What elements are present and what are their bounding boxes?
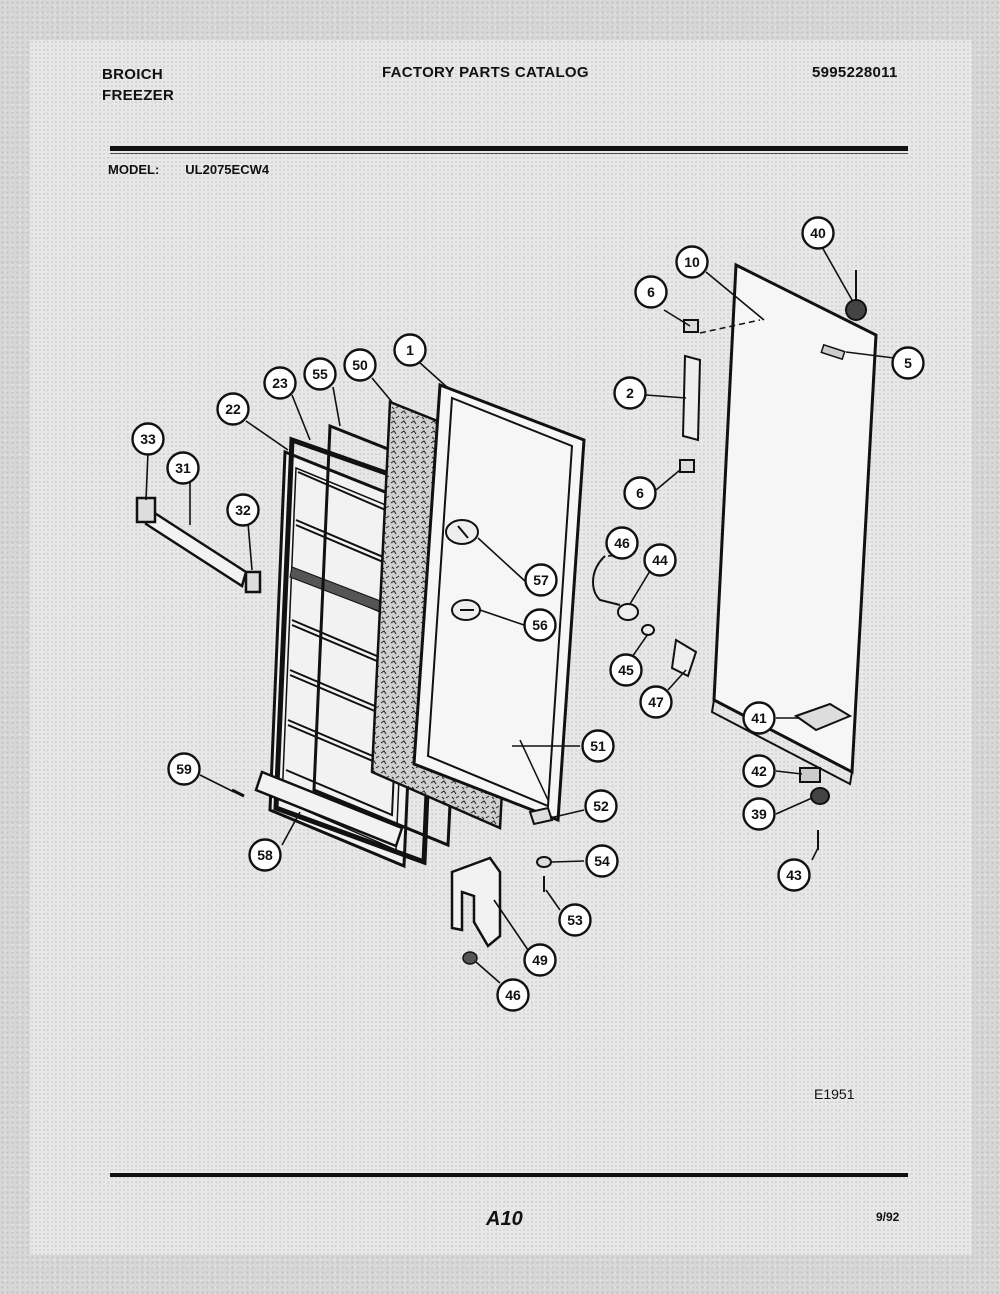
callout-1: 1 xyxy=(393,333,427,367)
callout-46-top: 46 xyxy=(605,526,639,560)
svg-text:31: 31 xyxy=(175,460,191,476)
catalog-number: 5995228011 xyxy=(812,64,898,81)
switch-assembly xyxy=(592,555,698,678)
callout-44: 44 xyxy=(643,543,677,577)
callout-22: 22 xyxy=(216,392,250,426)
svg-text:39: 39 xyxy=(751,806,767,822)
hinge-cap xyxy=(462,951,478,965)
svg-text:6: 6 xyxy=(647,284,655,300)
svg-text:5: 5 xyxy=(904,355,912,371)
callout-54: 54 xyxy=(585,844,619,878)
hinge-hardware xyxy=(528,806,554,892)
callout-46-bottom: 46 xyxy=(496,978,530,1012)
svg-text:52: 52 xyxy=(593,798,609,814)
header-rule-thin xyxy=(110,153,908,154)
svg-text:10: 10 xyxy=(684,254,700,270)
svg-text:49: 49 xyxy=(532,952,548,968)
model-row: MODEL: UL2075ECW4 xyxy=(108,162,269,177)
svg-text:46: 46 xyxy=(614,535,630,551)
callout-2: 2 xyxy=(613,376,647,410)
model-label: MODEL: xyxy=(108,162,160,177)
revision-date: 9/92 xyxy=(876,1210,900,1224)
callout-6-top: 6 xyxy=(634,275,668,309)
kick-plate-screw xyxy=(231,788,245,798)
callout-50: 50 xyxy=(343,348,377,382)
svg-text:33: 33 xyxy=(140,431,156,447)
callout-32: 32 xyxy=(226,493,260,527)
callout-52: 52 xyxy=(584,789,618,823)
handle-rail xyxy=(135,496,262,594)
callout-47: 47 xyxy=(639,685,673,719)
callout-58: 58 xyxy=(248,838,282,872)
callout-42: 42 xyxy=(742,754,776,788)
callout-56: 56 xyxy=(523,608,557,642)
svg-text:42: 42 xyxy=(751,763,767,779)
page-number: A10 xyxy=(486,1208,523,1230)
hinge-strip xyxy=(679,319,702,473)
svg-text:23: 23 xyxy=(272,375,288,391)
callout-23: 23 xyxy=(263,366,297,400)
svg-text:45: 45 xyxy=(618,662,634,678)
brand-name: BROICH xyxy=(102,66,163,83)
callout-33: 33 xyxy=(131,422,165,456)
kick-plate xyxy=(254,770,404,848)
svg-text:53: 53 xyxy=(567,912,583,928)
svg-text:56: 56 xyxy=(532,617,548,633)
callout-41: 41 xyxy=(742,701,776,735)
svg-text:41: 41 xyxy=(751,710,767,726)
callout-51: 51 xyxy=(581,729,615,763)
callout-49: 49 xyxy=(523,943,557,977)
outer-door xyxy=(699,262,878,786)
footer-rule xyxy=(110,1173,908,1177)
svg-text:32: 32 xyxy=(235,502,251,518)
svg-text:50: 50 xyxy=(352,357,368,373)
svg-text:22: 22 xyxy=(225,401,241,417)
svg-text:1: 1 xyxy=(406,342,414,358)
callout-45: 45 xyxy=(609,653,643,687)
svg-text:40: 40 xyxy=(810,225,826,241)
model-number: UL2075ECW4 xyxy=(185,162,270,177)
svg-text:54: 54 xyxy=(594,853,610,869)
svg-text:58: 58 xyxy=(257,847,273,863)
callout-53: 53 xyxy=(558,903,592,937)
top-bushing xyxy=(845,270,867,321)
callout-10: 10 xyxy=(675,245,709,279)
svg-text:6: 6 xyxy=(636,485,644,501)
svg-text:47: 47 xyxy=(648,694,664,710)
catalog-title: FACTORY PARTS CATALOG xyxy=(382,64,589,81)
drawing-code: E1951 xyxy=(814,1086,855,1102)
product-type: FREEZER xyxy=(102,87,175,104)
svg-text:46: 46 xyxy=(505,987,521,1003)
svg-text:43: 43 xyxy=(786,867,802,883)
svg-text:51: 51 xyxy=(590,738,606,754)
callout-57: 57 xyxy=(524,563,558,597)
svg-text:57: 57 xyxy=(533,572,549,588)
door-panel-frame xyxy=(412,382,586,823)
callout-39: 39 xyxy=(742,797,776,831)
header-rule xyxy=(110,146,908,151)
svg-text:59: 59 xyxy=(176,761,192,777)
hinge-cover xyxy=(450,856,502,948)
callout-6-lower: 6 xyxy=(623,476,657,510)
callout-31: 31 xyxy=(166,451,200,485)
brand-block: BROICH FREEZER xyxy=(102,64,174,106)
callout-40: 40 xyxy=(801,216,835,250)
callout-43: 43 xyxy=(777,858,811,892)
bottom-hinge-parts xyxy=(793,702,853,850)
svg-text:2: 2 xyxy=(626,385,634,401)
callout-5: 5 xyxy=(891,346,925,380)
screw-parts xyxy=(445,519,481,621)
callout-59: 59 xyxy=(167,752,201,786)
svg-text:44: 44 xyxy=(652,552,668,568)
svg-text:55: 55 xyxy=(312,366,328,382)
callout-55: 55 xyxy=(303,357,337,391)
